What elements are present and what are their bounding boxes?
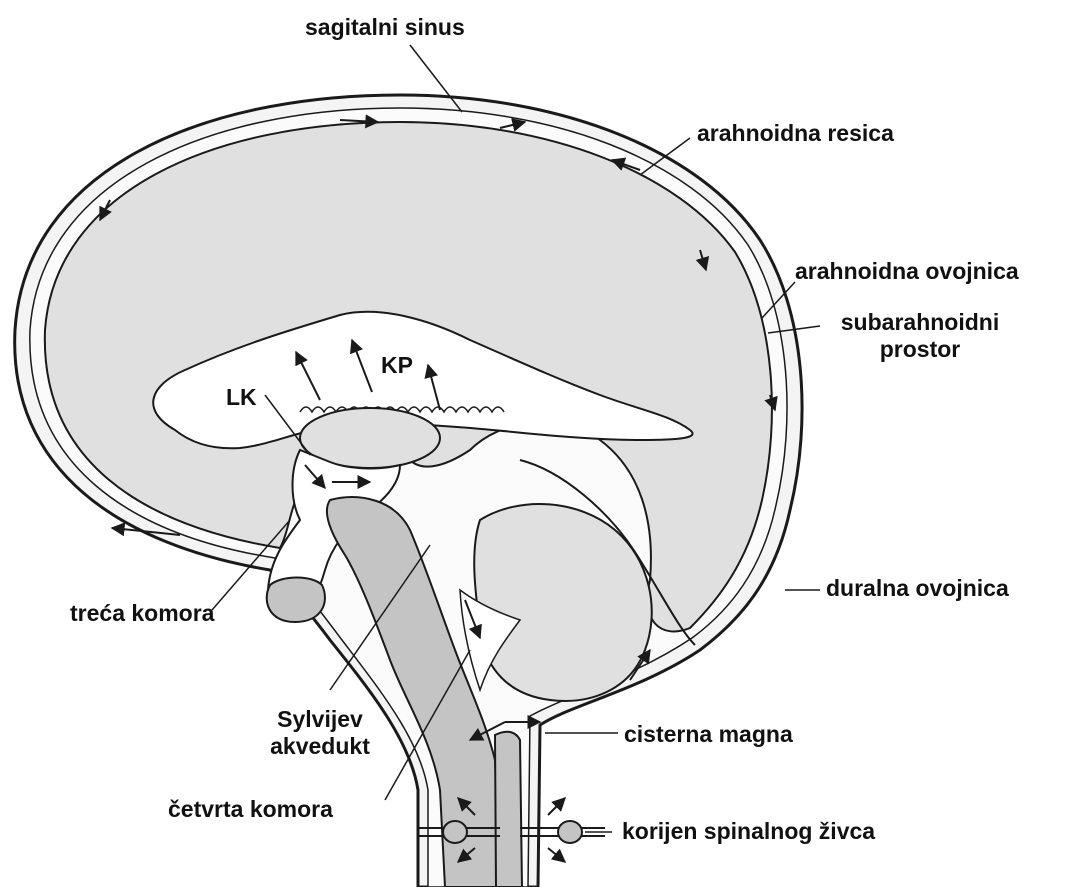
label-spinal-nerve-root: korijen spinalnog živca	[622, 818, 875, 845]
label-choroid-plexus: KP	[381, 352, 413, 379]
spinal-cord	[495, 732, 522, 887]
label-sagittal-sinus: sagitalni sinus	[305, 14, 465, 41]
label-sylvian-aqueduct: Sylvijev akvedukt	[265, 706, 375, 760]
label-cisterna-magna: cisterna magna	[624, 721, 793, 748]
label-arachnoid-villus: arahnoidna resica	[697, 120, 894, 147]
label-dural-sheath: duralna ovojnica	[826, 575, 1009, 602]
label-third-ventricle: treća komora	[70, 600, 214, 627]
label-subarachnoid-space-line2: prostor	[830, 336, 1010, 363]
label-sylvian-aqueduct-line2: akvedukt	[265, 733, 375, 760]
label-subarachnoid-space-line1: subarahnoidni	[830, 309, 1010, 336]
label-sylvian-aqueduct-line1: Sylvijev	[265, 706, 375, 733]
pituitary	[267, 578, 325, 623]
label-lateral-ventricle: LK	[226, 384, 257, 411]
label-arachnoid-membrane: arahnoidna ovojnica	[795, 258, 1019, 285]
label-subarachnoid-space: subarahnoidni prostor	[830, 309, 1010, 363]
label-fourth-ventricle: četvrta komora	[168, 796, 333, 823]
